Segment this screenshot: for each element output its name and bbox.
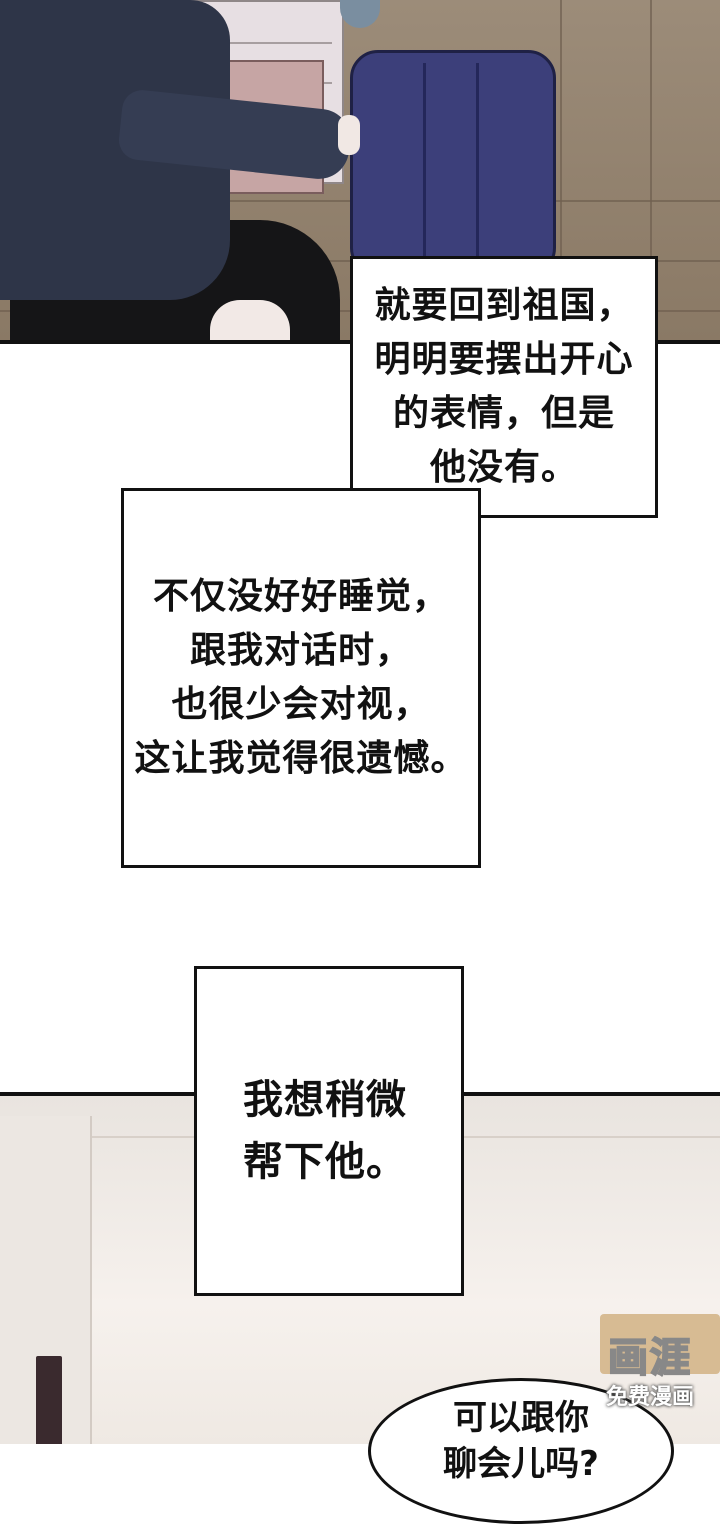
narration-line: 就要回到祖国， [374,285,634,326]
speech-line: 聊会儿吗? [443,1444,599,1484]
narration-line: 帮下他。 [243,1139,407,1185]
speech-line: 可以跟你 [453,1398,589,1438]
character-hand-on-knee [210,300,290,340]
poster [36,1356,62,1444]
narration-line: 他没有。 [429,447,578,488]
floor-plank [560,0,562,340]
narration-box-2: 不仅没好好睡觉， 跟我对话时， 也很少会对视， 这让我觉得很遗憾。 [121,488,481,868]
narration-line: 的表情，但是 [392,393,615,434]
cabinet-drawer [162,42,332,44]
watermark-logo: 画涯 免费漫画 [586,1332,714,1432]
narration-line: 也很少会对视， [171,684,431,725]
character-hand [338,115,360,155]
shelf [600,1314,720,1374]
top-panel-illustration [0,0,720,344]
narration-box-1: 就要回到祖国， 明明要摆出开心 的表情，但是 他没有。 [350,256,658,518]
narration-line: 跟我对话时， [189,630,412,671]
narration-line: 我想稍微 [243,1077,407,1123]
floor-plank [650,0,652,340]
narration-line: 不仅没好好睡觉， [152,576,449,617]
suitcase-handle [423,63,479,263]
hair [340,0,380,28]
suitcase [350,50,556,276]
watermark-logo-text: 画涯 [607,1334,692,1382]
watermark-subtitle: 免费漫画 [605,1385,694,1410]
narration-line: 明明要摆出开心 [374,339,634,380]
narration-line: 这让我觉得很遗憾。 [134,738,468,779]
narration-box-3: 我想稍微 帮下他。 [194,966,464,1296]
